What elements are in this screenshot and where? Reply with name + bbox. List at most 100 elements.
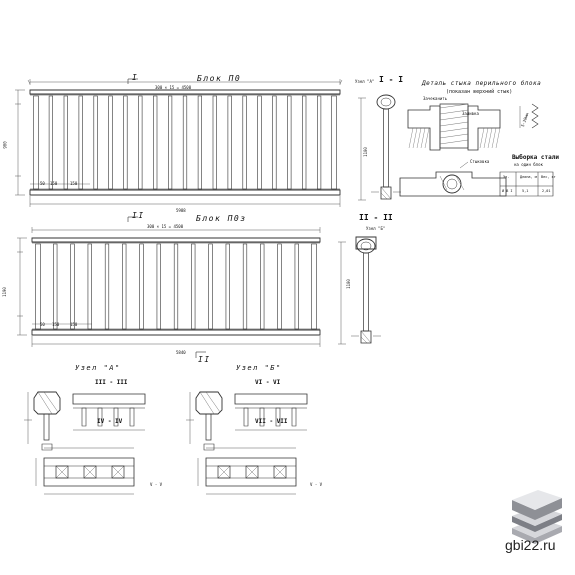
node-post-short xyxy=(276,408,280,426)
node-plan xyxy=(44,458,134,486)
block-p0-length: 5988 xyxy=(176,208,186,213)
baluster xyxy=(34,96,39,189)
slab-hatch xyxy=(409,128,413,148)
node-b-cut-7: VII - VII xyxy=(255,418,288,425)
baluster xyxy=(53,244,57,329)
baluster xyxy=(209,244,213,329)
slab-hatch xyxy=(417,128,421,148)
node-post-section xyxy=(56,466,68,478)
top-rail xyxy=(30,90,340,94)
slab-hatch xyxy=(480,128,484,148)
block-p0-section-mark: I xyxy=(132,73,139,82)
node-plan xyxy=(206,458,296,486)
baluster xyxy=(174,244,178,329)
hatch xyxy=(206,392,220,412)
joint-detail-label-a: Зачеканить xyxy=(423,96,448,101)
hatch xyxy=(44,392,58,412)
section-1-height: 1100 xyxy=(362,147,368,157)
baluster xyxy=(153,96,157,189)
node-a-cut-4: IV - IV xyxy=(97,418,123,425)
baluster xyxy=(302,96,306,189)
node-b-cut-5: V - V xyxy=(310,482,323,487)
node-post-short xyxy=(114,408,118,426)
baluster xyxy=(157,244,161,329)
block-p0-height: 900 xyxy=(2,141,8,149)
slab-hatch xyxy=(413,128,417,148)
slab-hatch xyxy=(425,128,429,148)
baluster xyxy=(243,244,247,329)
block-p0z-section-mark: II xyxy=(132,211,145,220)
hatch xyxy=(112,466,124,478)
block-p0z-dim-b: 150 xyxy=(52,322,60,327)
node-a-title: Узел "А" xyxy=(75,364,121,372)
baluster xyxy=(191,244,195,329)
leader xyxy=(340,80,342,84)
block-p0z-dim-c: 150 xyxy=(70,322,78,327)
joint-detail-label-b: Стыковка xyxy=(470,159,490,164)
baluster xyxy=(79,96,83,189)
slab-hatch xyxy=(496,128,500,148)
infill-hatch xyxy=(440,110,468,114)
hatch xyxy=(361,331,371,343)
baluster xyxy=(295,244,299,329)
node-b-cut-6: VI - VI xyxy=(255,379,281,386)
block-p0-title: Блок П0 xyxy=(197,74,242,83)
hatch xyxy=(381,187,391,199)
joint-pipe-inner xyxy=(447,179,457,189)
baluster xyxy=(36,244,41,329)
infill-hatch xyxy=(440,134,468,138)
baluster xyxy=(94,96,98,189)
baluster xyxy=(260,244,264,329)
baluster xyxy=(278,244,282,329)
node-a-drawing xyxy=(24,392,145,494)
joint-detail-label-c: Заливка xyxy=(462,111,479,116)
baluster xyxy=(139,96,143,189)
table-frame xyxy=(500,172,553,196)
slab-hatch xyxy=(488,128,492,148)
handrail-profile xyxy=(376,94,396,110)
site-logo-icon xyxy=(512,490,562,544)
joint-right-slab xyxy=(468,106,500,150)
block-p0z-dim-a: 50 xyxy=(40,322,45,327)
logo-slab-top xyxy=(512,490,562,520)
node-profile xyxy=(196,392,222,414)
table-cell-elem: Ø 8 I xyxy=(502,189,513,193)
hatch xyxy=(274,466,286,478)
node-post-section xyxy=(112,466,124,478)
node-post-base xyxy=(42,444,52,450)
baluster xyxy=(105,244,109,329)
baluster xyxy=(122,244,126,329)
table-title: Выборка стали xyxy=(512,154,559,161)
block-p0z-section-mark-bottom: II xyxy=(198,355,211,364)
node-b-drawing xyxy=(186,392,307,494)
top-rail xyxy=(32,238,320,242)
block-p0z-spacing: 300 × 15 = 4500 xyxy=(147,224,184,229)
baluster xyxy=(88,244,92,329)
baluster xyxy=(243,96,247,189)
hatch xyxy=(38,392,52,414)
section-2-node: Узел "Б" xyxy=(366,226,386,231)
hatch xyxy=(456,176,464,190)
baluster xyxy=(124,96,128,189)
steel-table xyxy=(500,172,553,196)
joint-pipe xyxy=(443,175,461,193)
infill-hatch xyxy=(440,104,468,108)
block-p0-dim-b: 150 xyxy=(50,181,58,186)
baluster xyxy=(109,96,113,189)
slab-hatch xyxy=(492,128,496,148)
baluster xyxy=(312,244,317,329)
node-post-section xyxy=(84,466,96,478)
baluster xyxy=(183,96,187,189)
joint-left-slab xyxy=(408,106,440,150)
baluster xyxy=(198,96,202,189)
handrail-profile xyxy=(356,238,376,254)
bottom-rail xyxy=(32,330,320,335)
joint-detail-drawing xyxy=(400,104,538,196)
bottom-rail xyxy=(30,190,340,195)
block-p0z-elevation xyxy=(17,217,320,358)
table-cell-length: 5,1 xyxy=(522,189,529,193)
hatch xyxy=(361,337,367,343)
node-post xyxy=(206,414,211,440)
block-p0-dim-a: 50 xyxy=(40,181,45,186)
table-cell-weight: 2,01 xyxy=(542,189,551,193)
